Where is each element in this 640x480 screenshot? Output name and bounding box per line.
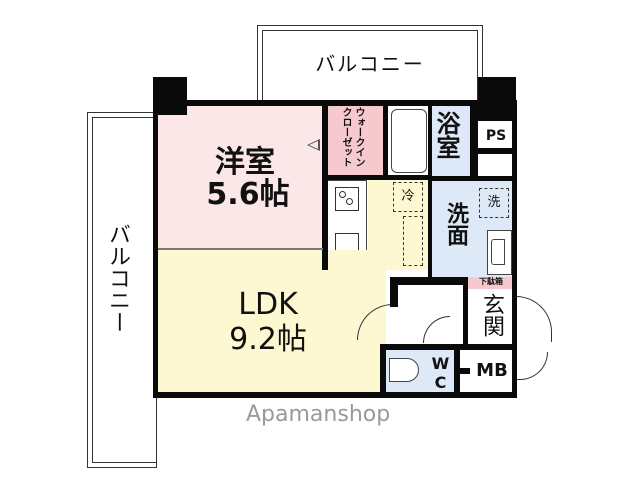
toilet-label: WC	[431, 354, 450, 392]
stove-icon	[335, 187, 359, 211]
mb-door-arc-icon	[516, 352, 548, 380]
western-room-name: 洋室	[215, 145, 275, 180]
pillar-top-right	[478, 77, 516, 121]
ldk-name: LDK	[238, 287, 298, 322]
bathroom: 浴室	[430, 105, 470, 177]
meter-box: MB	[470, 350, 514, 392]
toilet: WC	[386, 350, 454, 392]
wall-right	[512, 100, 517, 398]
entrance: 玄関	[468, 289, 514, 344]
western-room-size: 5.6帖	[206, 177, 290, 212]
balcony-left: バルコニー	[87, 112, 157, 468]
balcony-top-label: バルコニー	[315, 52, 425, 76]
ldk-room	[158, 250, 386, 392]
walk-in-closet: ウォークイン クローゼット	[328, 105, 383, 177]
balcony-top: バルコニー	[257, 25, 483, 105]
washer-mark: 洗	[487, 195, 501, 210]
western-room	[158, 103, 323, 251]
wall-top	[153, 100, 516, 106]
shoe-box-label: 下駄箱	[479, 277, 503, 286]
meter-box-label: MB	[476, 360, 508, 381]
wash-basin	[487, 230, 512, 275]
washing-machine-space: 洗	[479, 188, 509, 218]
ldk-upper	[368, 180, 428, 270]
entrance-label: 玄関	[479, 293, 504, 337]
watermark: Apamanshop	[246, 402, 391, 427]
washroom: 洗面 洗	[432, 180, 512, 277]
wall-left	[153, 100, 158, 398]
closet-label-line2: クローゼット	[340, 107, 351, 167]
bathtub	[388, 105, 428, 177]
ldk-size: 9.2帖	[229, 322, 307, 357]
pipe-space: PS	[478, 122, 514, 150]
pipe-space-label: PS	[485, 128, 507, 144]
fridge-space: 冷	[393, 182, 423, 212]
toilet-bowl-icon	[389, 358, 419, 382]
pillar-top-left	[153, 77, 187, 115]
balcony-left-label: バルコニー	[105, 223, 130, 333]
washroom-label: 洗面	[443, 202, 468, 246]
entrance-door-arc-icon	[516, 296, 552, 342]
fridge-mark: 冷	[401, 189, 415, 204]
bathroom-label: 浴室	[432, 111, 460, 159]
shoe-box: 下駄箱	[468, 277, 514, 289]
wall-bottom	[153, 392, 516, 398]
closet-label-line1: ウォークイン	[353, 107, 364, 167]
